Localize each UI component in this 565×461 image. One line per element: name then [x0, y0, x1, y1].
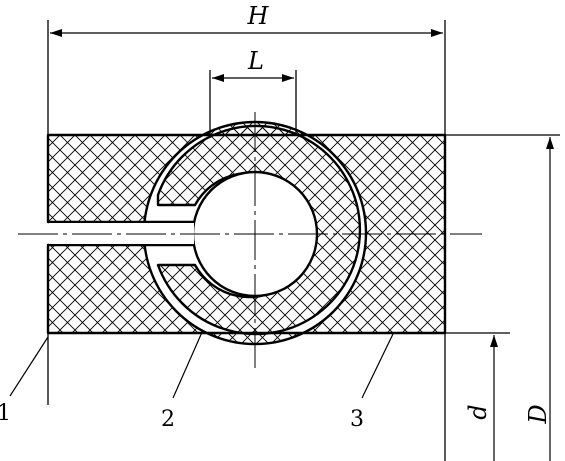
dimension-d-large: D — [524, 137, 554, 461]
dimension-h-label: H — [247, 2, 270, 30]
dimension-h: H — [50, 2, 443, 37]
centerlines — [18, 112, 482, 368]
dimension-l: L — [212, 47, 294, 82]
leader-lines — [9, 329, 394, 399]
slot-gap — [49, 223, 194, 244]
dimension-d-large-label: D — [524, 404, 552, 424]
dimension-l-label: L — [247, 47, 264, 75]
dimension-d-small-label: d — [464, 404, 492, 419]
dimension-d-small: d — [464, 335, 498, 461]
extension-lines — [47, 20, 560, 461]
callout-1: 1 — [0, 401, 11, 426]
callout-3: 3 — [350, 407, 364, 432]
callout-2: 2 — [161, 407, 175, 432]
